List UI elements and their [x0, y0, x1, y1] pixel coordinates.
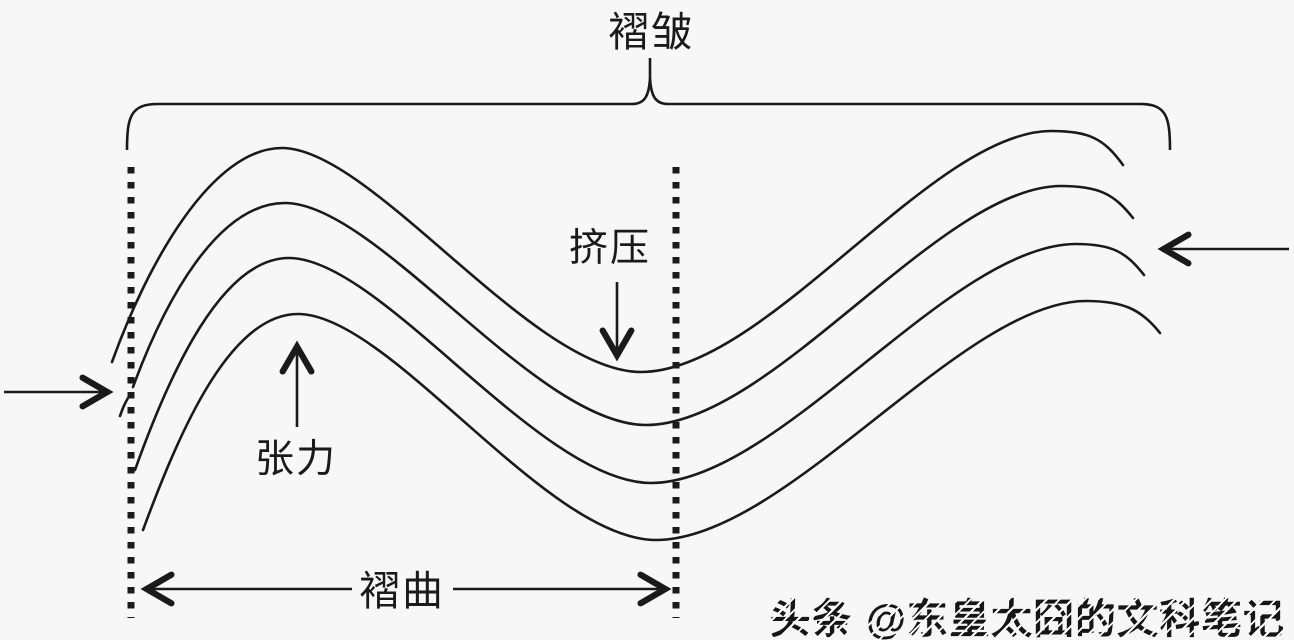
stratum-curve-2 — [131, 184, 1135, 427]
watermark: 头条 @东皇太囧的文科笔记 — [770, 585, 1285, 640]
stratum-curve-4 — [141, 299, 1162, 542]
stratum-curve-3 — [133, 242, 1146, 485]
stratum-curve-2-left-tail — [118, 396, 130, 418]
brace-top — [125, 58, 1172, 151]
stratum-curve-1 — [110, 129, 1125, 374]
strata-curves — [110, 129, 1162, 542]
fold-system-title: 褶皱 — [608, 9, 694, 55]
tension-label: 张力 — [254, 438, 337, 481]
fold-span-label: 褶曲 — [359, 568, 445, 614]
compression-label: 挤压 — [568, 227, 651, 270]
